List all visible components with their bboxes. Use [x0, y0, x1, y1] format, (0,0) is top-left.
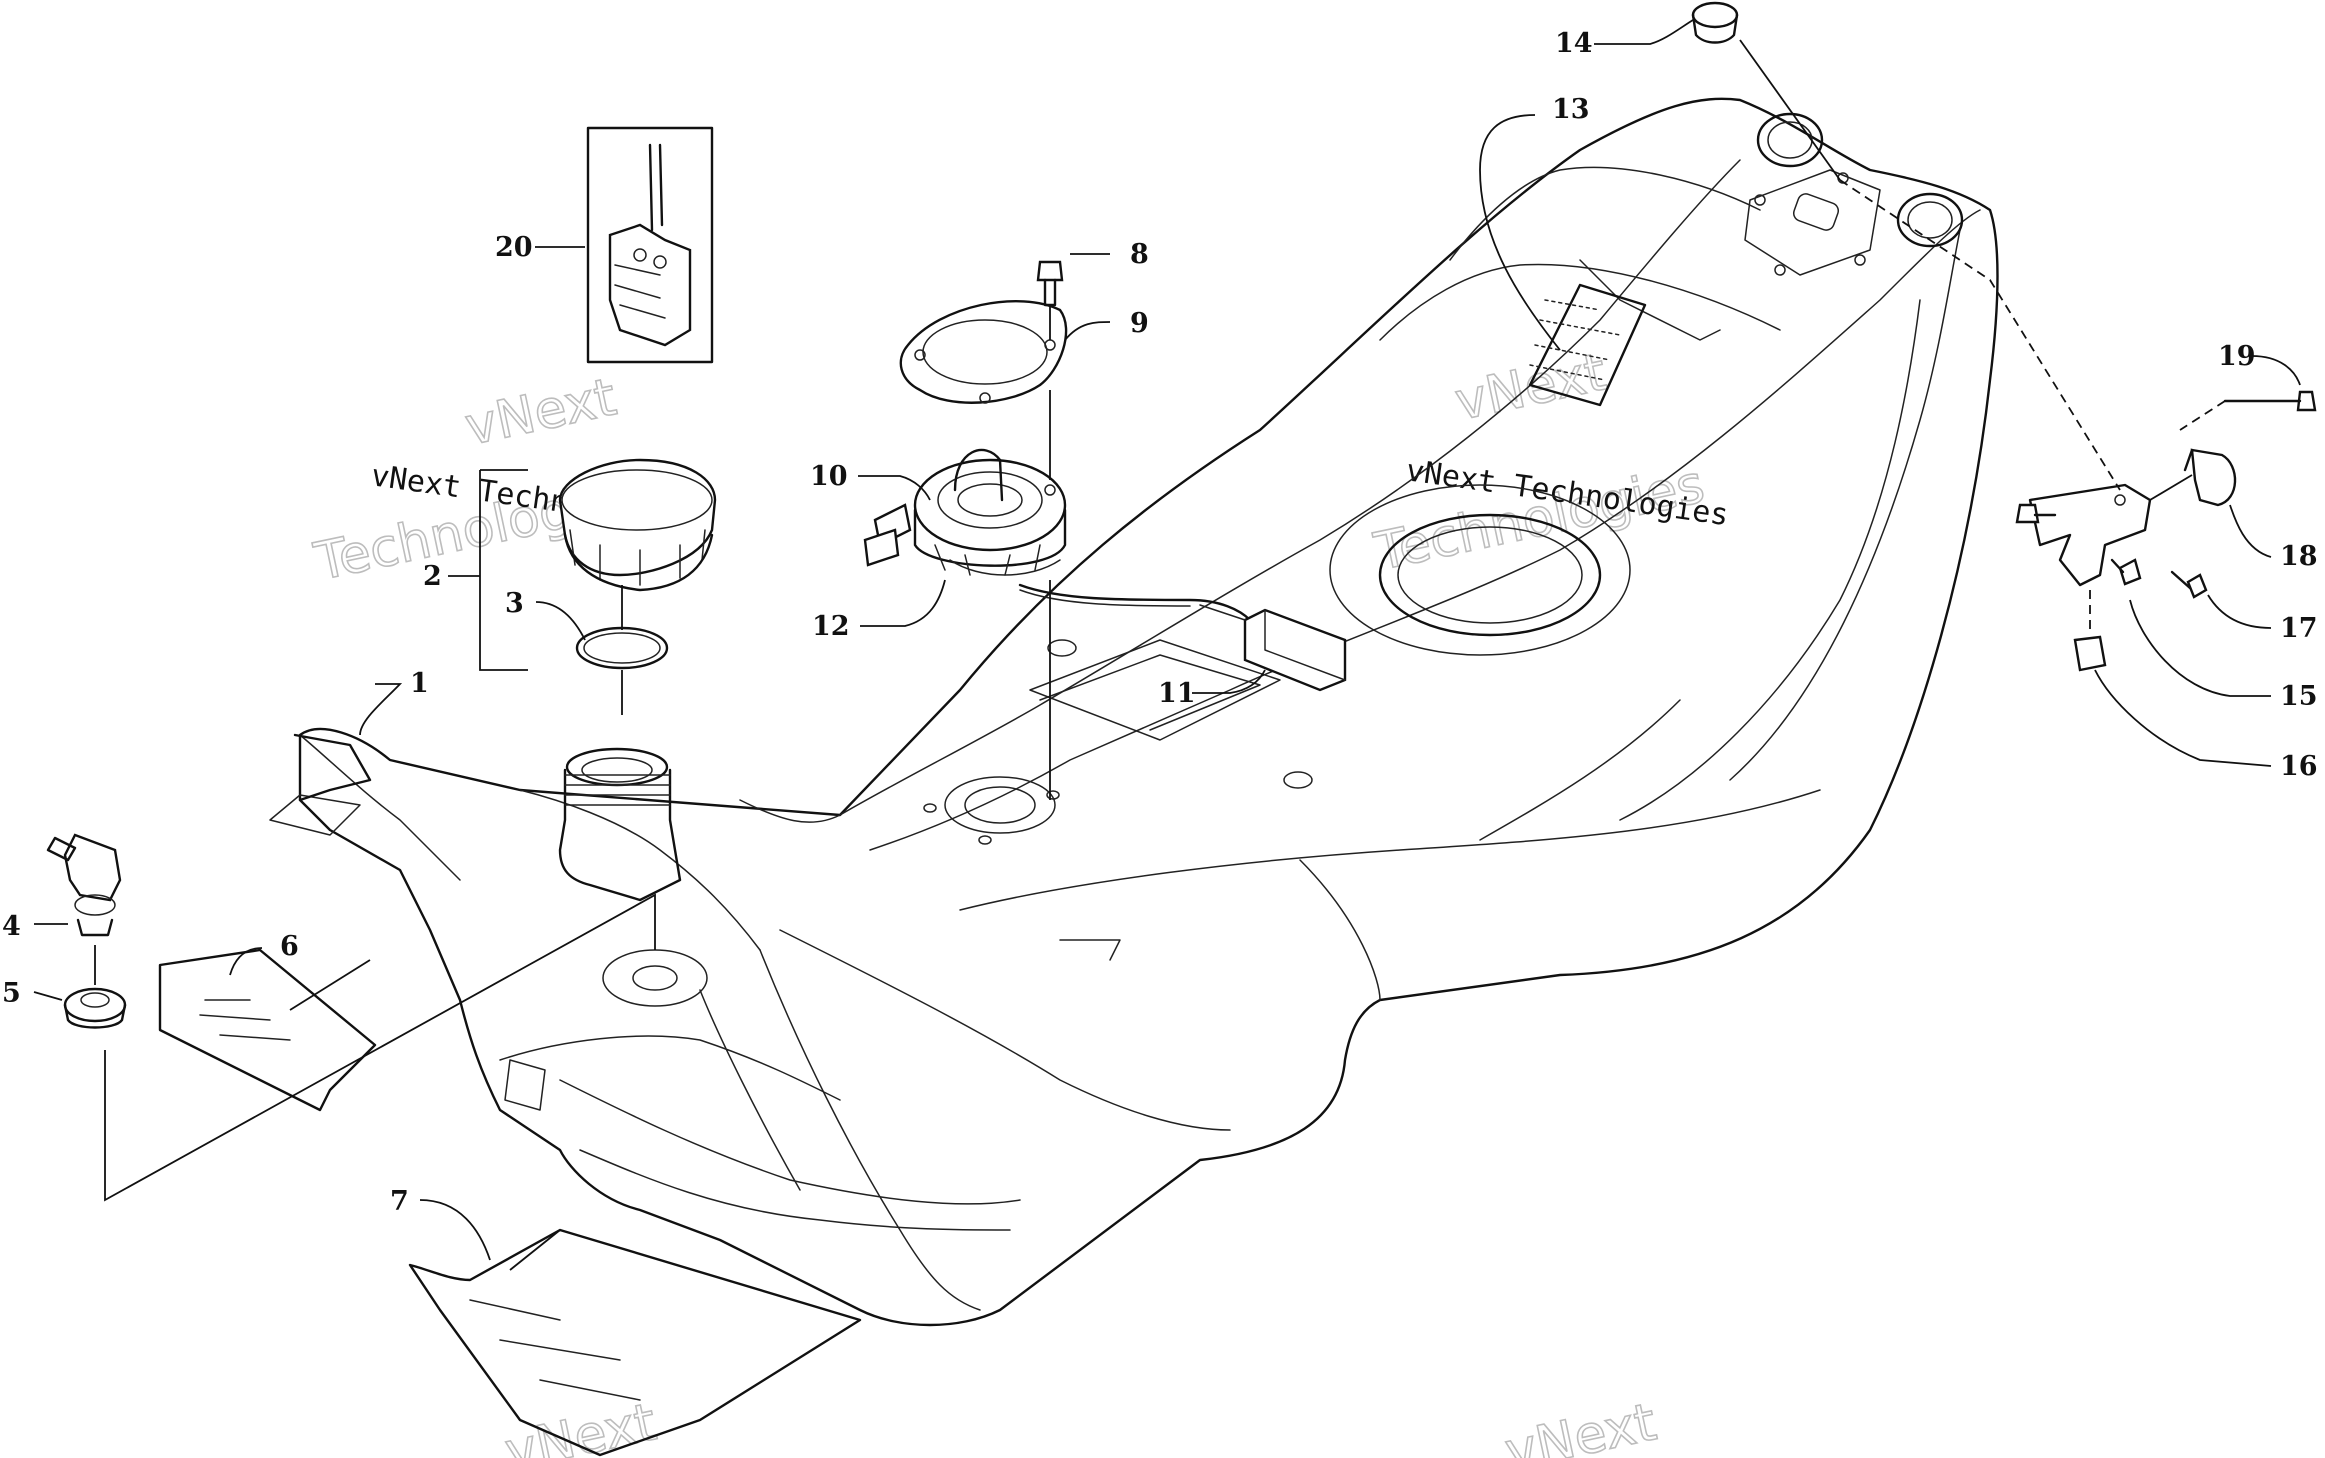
callout-19: 19	[2218, 341, 2256, 372]
callout-17: 17	[2280, 613, 2318, 644]
callout-12: 12	[812, 611, 850, 642]
watermark-right: vNext Technologies vNext Technologies	[1368, 342, 1730, 584]
fuel-tank-body	[269, 97, 1999, 1327]
svg-text:vNext: vNext	[460, 367, 621, 457]
grommet	[63, 987, 127, 1029]
svg-text:vNext: vNext	[1500, 1392, 1661, 1458]
rollover-valve	[46, 833, 122, 937]
rear-top-holes	[1744, 112, 1964, 276]
callout-8: 8	[1130, 239, 1149, 270]
pump-harness	[1018, 583, 1252, 622]
fuel-cap	[558, 458, 717, 592]
fuel-level-sensor	[1199, 604, 1347, 692]
callout-4: 4	[2, 911, 21, 942]
inset-box	[586, 126, 714, 364]
fill-neck	[293, 733, 682, 902]
heat-shield-left	[158, 948, 377, 1112]
callout-9: 9	[1130, 308, 1149, 339]
watermark-bottom: vNext vNext	[499, 1392, 1662, 1458]
callout-3: 3	[505, 588, 524, 619]
bracket-assembly	[2015, 390, 2317, 672]
rubber-plug	[1691, 1, 1739, 44]
callout-18: 18	[2280, 541, 2318, 572]
o-ring	[575, 626, 669, 670]
callout-13: 13	[1552, 94, 1590, 125]
callout-6: 6	[280, 931, 299, 962]
callout-1: 1	[410, 668, 429, 699]
callout-11: 11	[1158, 678, 1196, 709]
callout-15: 15	[2280, 681, 2318, 712]
heat-shield-bottom	[408, 1228, 862, 1457]
pump-gasket	[899, 299, 1068, 404]
callout-7: 7	[390, 1186, 409, 1217]
pump-bolt	[1036, 260, 1064, 307]
fuel-pump	[863, 448, 1067, 576]
pump-strainer	[949, 559, 1061, 576]
callout-2: 2	[423, 561, 442, 592]
svg-text:vNext: vNext	[1450, 342, 1611, 432]
rear-pump-opening	[1329, 484, 1631, 656]
callout-20: 20	[495, 232, 533, 263]
callout-5: 5	[2, 978, 21, 1009]
callout-14: 14	[1555, 28, 1593, 59]
callout-labels: 1 2 3 4 5 6 7 8 9 10 11 12 13 14 15 16 1…	[2, 28, 2318, 1217]
svg-text:vNext: vNext	[500, 1392, 661, 1458]
leader-lines	[33, 19, 2301, 1271]
callout-16: 16	[2280, 751, 2318, 782]
callout-10: 10	[810, 461, 848, 492]
label-plate	[1528, 283, 1647, 407]
